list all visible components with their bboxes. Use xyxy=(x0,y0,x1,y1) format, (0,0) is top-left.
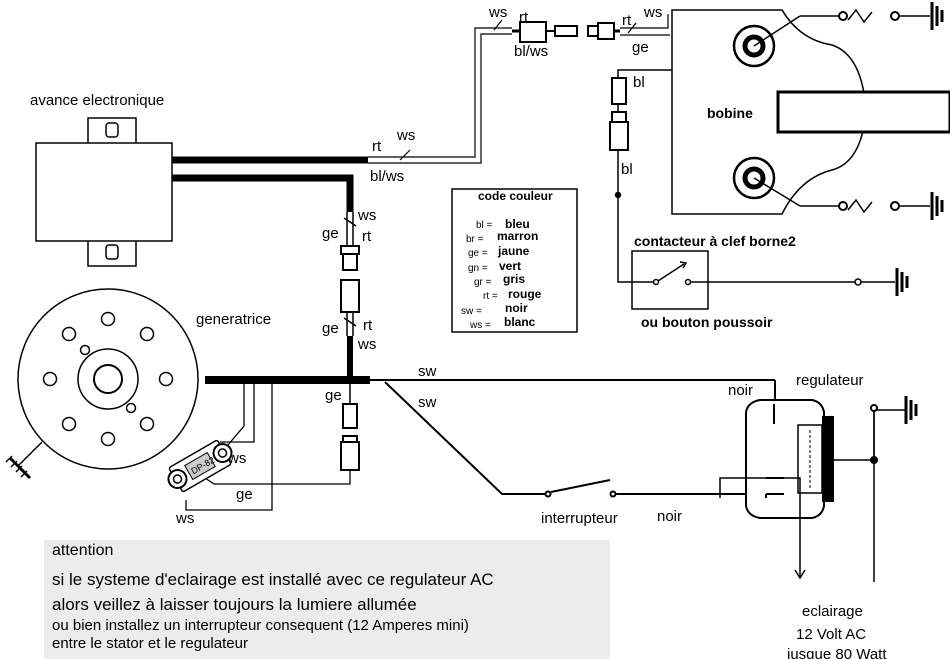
wire-label-ge-top: ge xyxy=(632,39,649,56)
sw-wires xyxy=(355,379,776,498)
coil-label: bobine xyxy=(707,105,753,121)
ht-lead-bottom xyxy=(753,177,944,220)
wire-label-rt-v2: rt xyxy=(363,317,373,334)
wires-to-coil xyxy=(368,14,670,164)
key-switch xyxy=(631,250,909,310)
code-name-gr: gris xyxy=(503,272,525,286)
wire-label-blws-top: bl/ws xyxy=(514,43,548,60)
wire-label-ws-cdi: ws xyxy=(396,127,415,144)
wire-label-sw-1: sw xyxy=(418,363,437,380)
wire-label-sw-2: sw xyxy=(418,394,437,411)
code-name-sw: noir xyxy=(505,301,528,315)
interrupteur-label: interrupteur xyxy=(541,510,618,527)
warning-note: attention si le systeme d'eclairage est … xyxy=(44,540,610,659)
wire-label-ge-gen: ge xyxy=(325,387,342,404)
code-name-ws: blanc xyxy=(504,315,536,329)
ht-lead-top xyxy=(753,2,944,47)
code-name-gn: vert xyxy=(499,259,521,273)
wire-label-rt-v1: rt xyxy=(362,228,372,245)
color-code-title: code couleur xyxy=(478,189,553,203)
lighting-label: eclairage xyxy=(802,603,863,620)
wire-label-ws-top2: ws xyxy=(643,4,662,21)
code-name-bl: bleu xyxy=(505,217,530,231)
generator-ground xyxy=(5,441,43,480)
code-abbr-gn: gn = xyxy=(468,263,488,274)
color-code-legend: code couleur bl = bleu br = marron ge = … xyxy=(451,188,578,333)
wire-label-ge-v2: ge xyxy=(322,320,339,337)
bl-wire xyxy=(609,69,672,283)
wire-label-blws-cdi: bl/ws xyxy=(370,168,404,185)
lighting-power: jusque 80 Watt xyxy=(786,646,887,659)
code-abbr-br: br = xyxy=(466,234,484,245)
code-name-ge: jaune xyxy=(497,244,530,258)
regulator-label: regulateur xyxy=(796,372,864,389)
wire-label-ge-gen2: ge xyxy=(236,486,253,503)
wire-label-ws-top1: ws xyxy=(488,4,507,21)
wire-label-noir-2: noir xyxy=(657,508,682,525)
cdi-label: avance electronique xyxy=(30,92,164,109)
generator-label: generatrice xyxy=(196,311,271,328)
lighting-voltage: 12 Volt AC xyxy=(796,626,866,643)
wire-label-ws-v2: ws xyxy=(357,336,376,353)
push-button-label: ou bouton poussoir xyxy=(641,314,773,330)
note-line-1: si le systeme d'eclairage est installé a… xyxy=(52,570,494,589)
cdi-unit xyxy=(35,117,173,267)
note-heading: attention xyxy=(52,542,114,559)
wire-label-noir-1: noir xyxy=(728,382,753,399)
wire-label-ws-gen2: ws xyxy=(175,510,194,527)
wire-label-bl-2: bl xyxy=(621,161,633,178)
ignition-coil xyxy=(671,9,950,215)
generator xyxy=(17,288,199,470)
wire-label-rt-top1: rt xyxy=(519,9,529,26)
code-abbr-gr: gr = xyxy=(474,277,492,288)
wire-label-ge-v1: ge xyxy=(322,225,339,242)
wire-label-rt-top2: rt xyxy=(622,12,632,29)
cdi-generator-connectors xyxy=(340,212,360,380)
note-line-2: alors veillez à laisser toujours la lumi… xyxy=(52,595,417,614)
code-name-br: marron xyxy=(497,229,538,243)
wire-label-ws-v1: ws xyxy=(357,207,376,224)
wire-label-rt-cdi: rt xyxy=(372,138,382,155)
cdi-cable xyxy=(172,156,368,212)
code-abbr-sw: sw = xyxy=(461,306,482,317)
regulator xyxy=(719,396,918,582)
wire-label-bl-1: bl xyxy=(633,74,645,91)
code-abbr-rt: rt = xyxy=(483,291,498,302)
code-abbr-bl: bl = xyxy=(476,220,493,231)
diode-module: DP-82 xyxy=(167,439,233,493)
note-line-3: ou bien installez un interrupteur conseq… xyxy=(52,617,469,634)
code-name-rt: rouge xyxy=(508,287,542,301)
note-line-4: entre le stator et le regulateur xyxy=(52,635,248,652)
code-abbr-ws: ws = xyxy=(469,320,491,331)
code-abbr-ge: ge = xyxy=(468,248,488,259)
generator-cable xyxy=(185,376,370,511)
key-switch-label: contacteur à clef borne2 xyxy=(634,233,796,249)
